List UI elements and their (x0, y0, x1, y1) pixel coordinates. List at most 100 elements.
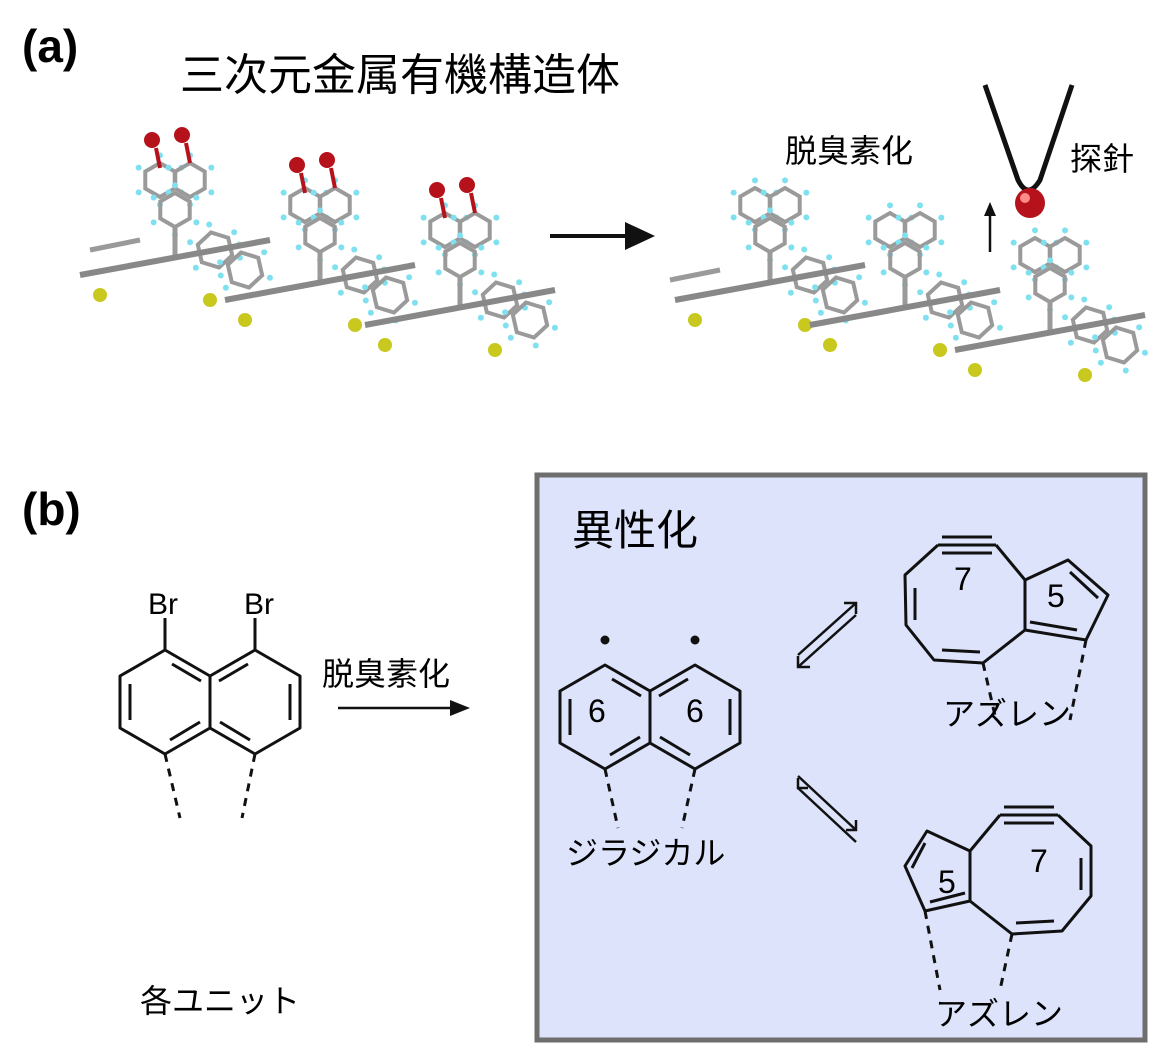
hydrogen-atom (1032, 227, 1038, 234)
hydrogen-atom (938, 214, 945, 221)
oxygen-bond (299, 172, 307, 194)
panel-b-label: (b) (22, 483, 81, 535)
aromatic-ring (510, 300, 550, 340)
equilibrium-arrow-upper (796, 601, 858, 669)
sulfur-atom (1078, 368, 1092, 382)
hydrogen-atom (310, 189, 317, 196)
hydrogen-atom (546, 299, 553, 306)
hydrogen-atom (351, 246, 358, 253)
sulfur-atom (688, 313, 702, 327)
hydrogen-atom (767, 207, 773, 214)
dibromonaphthalene-structure (118, 618, 302, 819)
sulfur-atom (378, 338, 392, 352)
sulfur-atom (348, 318, 362, 332)
hydrogen-atom (1025, 294, 1032, 301)
hydrogen-atom (917, 202, 923, 209)
oxygen-atom (174, 127, 190, 143)
hydrogen-atom (803, 214, 810, 221)
reaction-arrow-a (550, 222, 655, 250)
hydrogen-atom (135, 164, 142, 171)
hydrogen-atom (1025, 269, 1032, 276)
aromatic-ring (195, 230, 235, 270)
hydrogen-atom (1062, 227, 1068, 234)
aromatic-ring (318, 185, 352, 225)
hydrogen-atom (450, 214, 457, 221)
radical-dot-right (690, 635, 700, 645)
hydrogen-atom (803, 189, 810, 196)
hydrogen-atom (1081, 296, 1088, 303)
carbon-bond (89, 237, 141, 253)
hydrogen-atom (231, 229, 238, 236)
hydrogen-atom (376, 254, 383, 261)
oxygen-atom (289, 157, 305, 173)
up-arrow-icon (984, 202, 996, 252)
oxygen-bond (439, 197, 447, 219)
aromatic-ring (158, 190, 192, 230)
hydrogen-atom (367, 309, 374, 316)
hydrogen-atom (812, 284, 819, 291)
hydrogen-atom (817, 309, 824, 316)
hydrogen-atom (150, 194, 157, 201)
hydrogen-atom (222, 284, 229, 291)
hydrogen-atom (317, 207, 323, 214)
hydrogen-atom (861, 299, 868, 306)
equilibrium-arrow-lower (796, 775, 858, 843)
unit-caption: 各ユニット (140, 982, 300, 1020)
hydrogen-atom (206, 221, 213, 228)
backbone-bond (954, 312, 1146, 353)
hydrogen-atom (261, 249, 268, 256)
hydrogen-atom (745, 244, 752, 251)
aromatic-ring (1100, 325, 1140, 365)
carbon-bond (669, 267, 721, 283)
hydrogen-atom (865, 214, 872, 221)
azulene-top-caption: アズレン (943, 695, 1071, 733)
oxygen-atom (319, 152, 335, 168)
aromatic-ring (458, 210, 492, 250)
azulene-bottom-ring7: 7 (1030, 843, 1048, 879)
azulene-bottom-ring5: 5 (938, 864, 956, 900)
aromatic-ring (480, 280, 520, 320)
oxygen-atom (459, 177, 475, 193)
hydrogen-atom (338, 219, 345, 226)
backbone-bond (809, 287, 1001, 328)
aromatic-ring (888, 240, 922, 280)
sulfur-atom (238, 313, 252, 327)
hydrogen-atom (947, 322, 954, 329)
hydrogen-atom (477, 314, 484, 321)
hydrogen-atom (938, 239, 945, 246)
hydrogen-atom (457, 232, 463, 239)
sulfur-atom (798, 318, 812, 332)
hydrogen-atom (217, 272, 224, 279)
sulfur-atom (933, 343, 947, 357)
backbone-bond (364, 287, 556, 328)
hydrogen-atom (406, 274, 413, 281)
azulene-top-ring7: 7 (954, 561, 972, 597)
aromatic-ring (1070, 305, 1110, 345)
hydrogen-atom (1122, 367, 1129, 374)
hydrogen-atom (1136, 324, 1143, 331)
mof-before-structure (79, 127, 558, 357)
hydrogen-atom (1062, 314, 1069, 321)
hydrogen-atom (165, 164, 172, 171)
hydrogen-atom (493, 214, 500, 221)
hydrogen-atom (551, 324, 558, 331)
sulfur-atom (488, 343, 502, 357)
aromatic-ring (903, 210, 937, 250)
hydrogen-atom (478, 269, 485, 276)
hydrogen-atom (338, 244, 345, 251)
hydrogen-atom (491, 271, 498, 278)
hydrogen-atom (1010, 239, 1017, 246)
hydrogen-atom (502, 322, 509, 329)
diradical-ring-right: 6 (686, 693, 704, 729)
aromatic-ring (925, 280, 965, 320)
sulfur-atom (203, 293, 217, 307)
aromatic-ring (790, 255, 830, 295)
hydrogen-atom (745, 219, 752, 226)
hydrogen-atom (217, 259, 224, 266)
backbone-bond (674, 262, 866, 303)
isomerization-box (534, 472, 1148, 1043)
hydrogen-atom (917, 289, 924, 296)
hydrogen-atom (936, 271, 943, 278)
hydrogen-atom (865, 239, 872, 246)
hydrogen-atom (801, 246, 808, 253)
